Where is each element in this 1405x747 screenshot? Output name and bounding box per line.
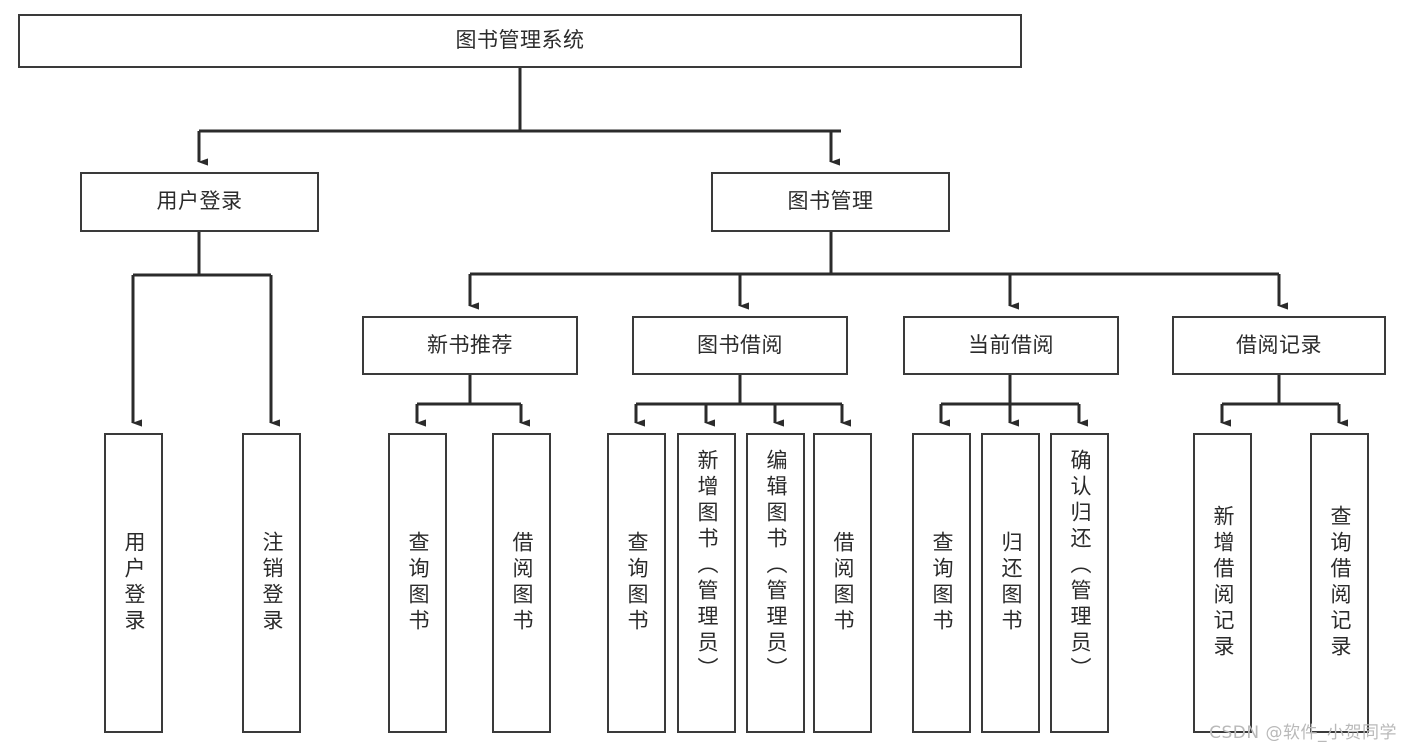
node-leaf-query-record-label: 查询借阅记录 [1328, 505, 1352, 661]
node-book-borrow-label: 图书借阅 [697, 332, 783, 357]
node-borrow-record-label: 借阅记录 [1236, 332, 1322, 357]
node-leaf-confirm-return[interactable]: 确认归还（管理员） [1050, 433, 1109, 733]
node-leaf-edit-book-label: 编辑图书（管理员） [764, 449, 788, 683]
node-book-manage-label: 图书管理 [787, 189, 874, 214]
node-leaf-query-book-1[interactable]: 查询图书 [388, 433, 447, 733]
node-leaf-borrow-book-2[interactable]: 借阅图书 [813, 433, 872, 733]
node-leaf-user-login-label: 用户登录 [122, 531, 146, 635]
node-user-login-label: 用户登录 [156, 189, 243, 214]
node-leaf-borrow-book-2-label: 借阅图书 [831, 531, 855, 635]
node-leaf-query-book-2[interactable]: 查询图书 [607, 433, 666, 733]
node-leaf-query-book-2-label: 查询图书 [625, 531, 649, 635]
node-leaf-query-book-3[interactable]: 查询图书 [912, 433, 971, 733]
node-leaf-return-book-label: 归还图书 [999, 531, 1023, 635]
node-book-borrow[interactable]: 图书借阅 [632, 316, 848, 375]
node-new-book-recommend[interactable]: 新书推荐 [362, 316, 578, 375]
node-leaf-user-login[interactable]: 用户登录 [104, 433, 163, 733]
node-leaf-query-book-1-label: 查询图书 [406, 531, 430, 635]
node-current-borrow[interactable]: 当前借阅 [903, 316, 1119, 375]
node-leaf-logout-login-label: 注销登录 [260, 531, 284, 635]
node-leaf-query-book-3-label: 查询图书 [930, 531, 954, 635]
node-book-manage[interactable]: 图书管理 [711, 172, 950, 232]
node-leaf-add-book-label: 新增图书（管理员） [695, 449, 719, 683]
node-current-borrow-label: 当前借阅 [968, 332, 1054, 357]
node-user-login[interactable]: 用户登录 [80, 172, 319, 232]
node-root-label: 图书管理系统 [455, 28, 585, 53]
node-new-book-recommend-label: 新书推荐 [427, 332, 513, 357]
node-leaf-add-book[interactable]: 新增图书（管理员） [677, 433, 736, 733]
node-leaf-return-book[interactable]: 归还图书 [981, 433, 1040, 733]
node-leaf-borrow-book-1[interactable]: 借阅图书 [492, 433, 551, 733]
node-leaf-add-record[interactable]: 新增借阅记录 [1193, 433, 1252, 733]
node-leaf-borrow-book-1-label: 借阅图书 [510, 531, 534, 635]
node-leaf-query-record[interactable]: 查询借阅记录 [1310, 433, 1369, 733]
node-leaf-edit-book[interactable]: 编辑图书（管理员） [746, 433, 805, 733]
node-borrow-record[interactable]: 借阅记录 [1172, 316, 1386, 375]
node-root[interactable]: 图书管理系统 [18, 14, 1022, 68]
node-leaf-logout-login[interactable]: 注销登录 [242, 433, 301, 733]
watermark-text: CSDN @软件_小贺同学 [1209, 723, 1397, 743]
node-leaf-confirm-return-label: 确认归还（管理员） [1068, 449, 1092, 683]
node-leaf-add-record-label: 新增借阅记录 [1211, 505, 1235, 661]
